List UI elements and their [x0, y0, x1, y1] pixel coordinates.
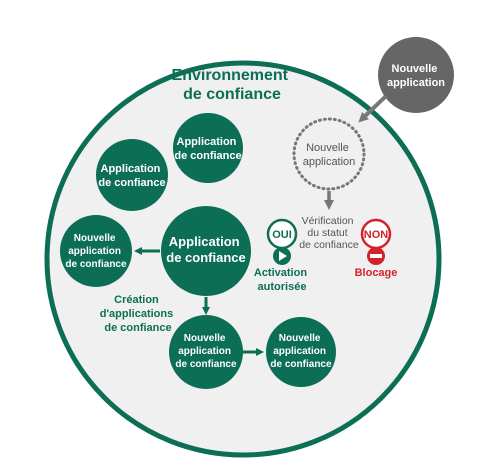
- main-trusted-app-node: [161, 206, 251, 296]
- entry-arrow: [358, 94, 388, 123]
- blocking-label: Blocage: [355, 267, 398, 279]
- new-trusted-app-label-bottom: Nouvelle application de confiance: [175, 333, 237, 370]
- verification-label: Vérification du statut de confiance: [299, 215, 359, 251]
- no-label: NON: [364, 229, 389, 241]
- creation-label: Création d'applications de confiance: [100, 294, 177, 334]
- pending-new-app-label: Nouvelle application: [303, 142, 356, 168]
- trusted-app-label-1: Application de confiance: [174, 136, 241, 162]
- yes-label: OUI: [272, 229, 292, 241]
- new-trusted-app-label-right: Nouvelle application de confiance: [270, 333, 332, 370]
- external-new-app-label: Nouvelle application: [387, 63, 445, 89]
- new-trusted-app-node-bottom: [169, 315, 243, 389]
- trusted-app-label-2: Application de confiance: [98, 163, 165, 189]
- main-trusted-app-label: Application de confiance: [166, 234, 245, 265]
- environment-title-line: de confiance: [183, 86, 281, 103]
- trusted-app-node-2: [96, 139, 168, 211]
- new-trusted-app-node-left: [60, 215, 132, 287]
- trusted-app-node-1: [173, 113, 243, 183]
- activation-label: Activation autorisée: [254, 267, 310, 293]
- play-icon-triangle: [279, 251, 287, 261]
- new-trusted-app-node-right: [266, 317, 336, 387]
- minus-icon-bar: [370, 254, 382, 258]
- external-new-app-node: [378, 37, 454, 113]
- environment-title: Environnement de confiance: [172, 67, 293, 103]
- new-trusted-app-label-left: Nouvelle application de confiance: [65, 233, 127, 270]
- environment-title-line: Environnement: [172, 67, 289, 84]
- pending-new-app-node: [292, 117, 366, 191]
